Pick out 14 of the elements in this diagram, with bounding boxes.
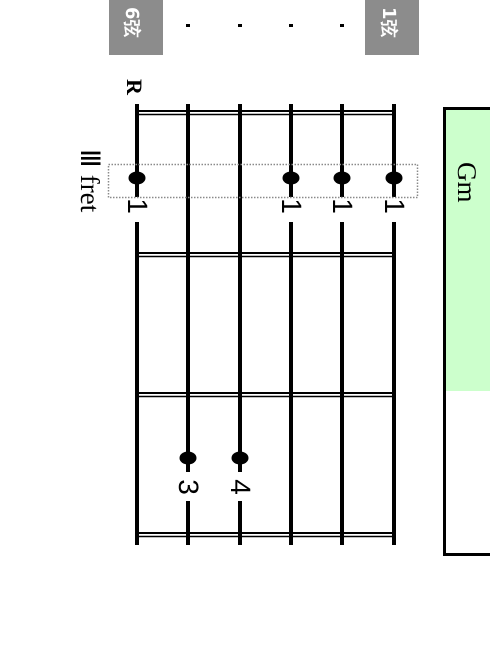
string-label-tile xyxy=(109,0,163,55)
string-name: 1弦 xyxy=(379,7,397,38)
finger-number: 1 xyxy=(277,198,305,214)
finger-number: 1 xyxy=(328,198,356,214)
string-label-tile xyxy=(365,0,419,55)
finger-number: 3 xyxy=(174,479,202,495)
finger-number: 4 xyxy=(226,479,254,495)
string-name: 6弦 xyxy=(122,7,140,38)
chord-name: Gm xyxy=(453,162,480,202)
root-mark: R xyxy=(123,79,145,95)
finger-number: 1 xyxy=(123,198,151,214)
fret-position-label: Ⅲ fret xyxy=(76,149,103,212)
finger-number: 1 xyxy=(380,198,408,214)
chord-name-panel xyxy=(443,107,490,556)
